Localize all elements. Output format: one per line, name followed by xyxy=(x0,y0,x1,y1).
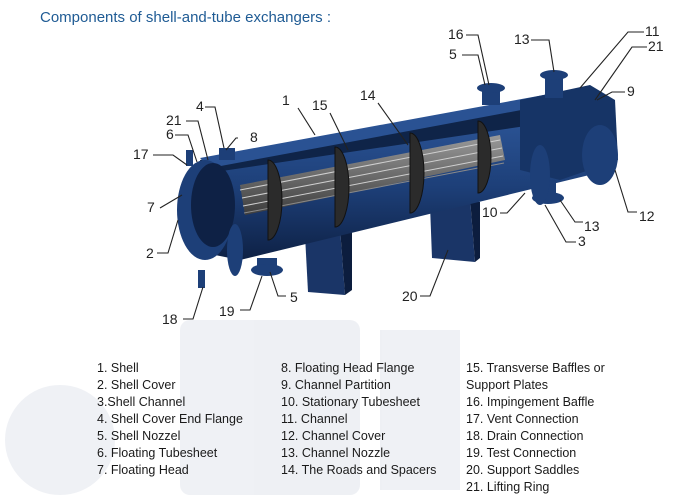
callout-7: 7 xyxy=(147,199,155,215)
legend-item: 13. Channel Nozzle xyxy=(281,446,391,460)
transverse-baffles xyxy=(267,120,492,241)
flanges-nozzles xyxy=(186,70,568,288)
legend-item: 12. Channel Cover xyxy=(281,429,386,443)
callout-labels: 1 15 14 16 5 11 13 21 9 4 21 6 8 17 7 2 … xyxy=(133,23,664,327)
callout-3: 3 xyxy=(578,233,586,249)
legend-item: 3.Shell Channel xyxy=(97,395,186,409)
legend-item: 17. Vent Connection xyxy=(466,412,579,426)
legend-item: 8. Floating Head Flange xyxy=(281,361,415,375)
callout-12: 12 xyxy=(639,208,655,224)
callout-16: 16 xyxy=(448,26,464,42)
legend-item: 19. Test Connection xyxy=(466,446,577,460)
legend-column-2: 8. Floating Head Flange 9. Channel Parti… xyxy=(281,360,436,479)
legend-item: 7. Floating Head xyxy=(97,463,189,477)
legend-column-1: 1. Shell 2. Shell Cover 3.Shell Channel … xyxy=(97,360,243,479)
callout-4: 4 xyxy=(196,98,204,114)
callout-21-right: 21 xyxy=(648,38,664,54)
legend-item: 10. Stationary Tubesheet xyxy=(281,395,420,409)
legend-item: 16. Impingement Baffle xyxy=(466,395,595,409)
callout-14: 14 xyxy=(360,87,376,103)
callout-17: 17 xyxy=(133,146,149,162)
legend-column-3: 15. Transverse Baffles or Support Plates… xyxy=(466,360,605,496)
legend-item: 15. Transverse Baffles or xyxy=(466,361,605,375)
callout-13-right: 13 xyxy=(584,218,600,234)
callout-9: 9 xyxy=(627,83,635,99)
legend-item: 21. Lifting Ring xyxy=(466,480,550,494)
support-saddles xyxy=(305,198,480,295)
callout-1: 1 xyxy=(282,92,290,108)
callout-11: 11 xyxy=(645,23,660,39)
callout-13-top: 13 xyxy=(514,31,530,47)
legend-item: 6. Floating Tubesheet xyxy=(97,446,218,460)
diagram-title: Components of shell-and-tube exchangers … xyxy=(40,9,332,26)
leader-lines xyxy=(153,31,647,320)
legend-item: 5. Shell Nozzel xyxy=(97,429,181,443)
legend-item: 4. Shell Cover End Flange xyxy=(97,412,243,426)
legend-item: 2. Shell Cover xyxy=(97,378,176,392)
callout-6: 6 xyxy=(166,126,174,142)
callout-15: 15 xyxy=(312,97,328,113)
callout-2: 2 xyxy=(146,245,154,261)
callout-19: 19 xyxy=(219,303,235,319)
legend-item: Support Plates xyxy=(466,378,548,392)
legend-item: 18. Drain Connection xyxy=(466,429,584,443)
tube-bundle xyxy=(239,135,505,215)
legend-item: 1. Shell xyxy=(97,361,139,375)
legend-item: 14. The Roads and Spacers xyxy=(281,463,437,477)
legend-item: 11. Channel xyxy=(281,412,348,426)
callout-18: 18 xyxy=(162,311,178,327)
legend-item: 20. Support Saddles xyxy=(466,463,580,477)
legend-item: 9. Channel Partition xyxy=(281,378,391,392)
callout-21-left: 21 xyxy=(166,112,182,128)
background-watermark xyxy=(5,320,460,495)
callout-5-bottom: 5 xyxy=(290,289,298,305)
callout-8: 8 xyxy=(250,129,258,145)
callout-10: 10 xyxy=(482,204,498,220)
callout-20: 20 xyxy=(402,288,418,304)
callout-5-top: 5 xyxy=(449,46,457,62)
